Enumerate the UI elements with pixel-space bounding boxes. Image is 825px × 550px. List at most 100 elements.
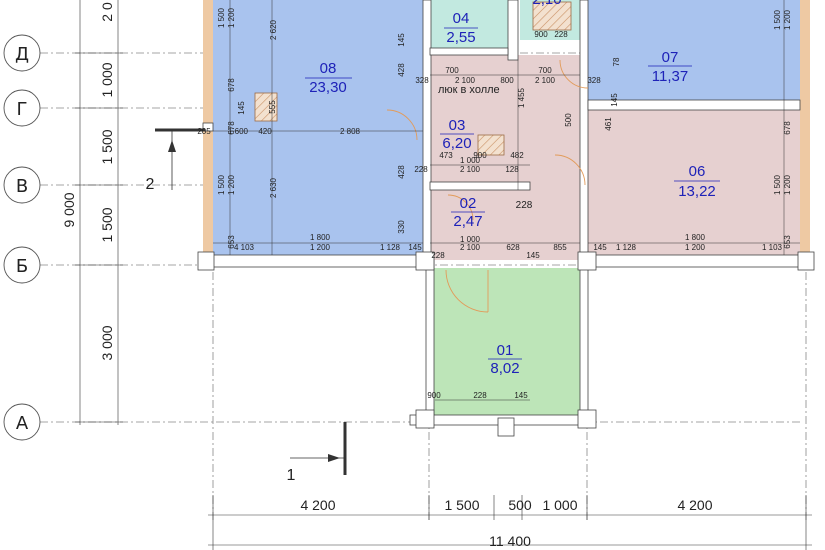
dim-2100-a: 2 100	[460, 243, 481, 252]
door-room-08[interactable]	[386, 109, 418, 141]
room-07-fill[interactable]	[588, 0, 800, 100]
room-07-area: 11,37	[652, 68, 688, 85]
dim-2808: 2 808	[340, 127, 361, 136]
room-04-area: 2,55	[446, 29, 475, 46]
dim-228-c: 228	[516, 200, 533, 211]
room-03-fill[interactable]	[430, 55, 585, 190]
axis-label-b: Б	[16, 256, 28, 277]
room-03-area: 6,20	[442, 135, 471, 152]
dim-2100-c: 2 100	[535, 76, 556, 85]
dim-700-b: 700	[538, 66, 552, 75]
dim-678-a: 678	[227, 78, 236, 92]
dim-482: 482	[510, 151, 524, 160]
dim-1500-d: 1 500	[773, 174, 782, 195]
dim-1200-e: 1 200	[783, 9, 792, 30]
room-08-fill[interactable]	[213, 0, 423, 260]
dim-900-c: 900	[534, 30, 548, 39]
dim-2620: 2 620	[269, 19, 278, 40]
dim-vert-seg-3: 1 500	[99, 129, 115, 164]
section-2-label: 2	[146, 176, 155, 193]
door-entrance[interactable]	[445, 269, 489, 313]
dim-653-a: 653	[227, 235, 236, 249]
room-02-number: 02	[460, 195, 477, 212]
room-01-fill[interactable]	[432, 268, 582, 418]
room-06-fill[interactable]	[588, 110, 800, 260]
dim-total-vertical: 9 000	[61, 192, 77, 227]
room-05-area: 2,10	[532, 0, 561, 8]
dim-473: 473	[439, 151, 453, 160]
room-labels: 08 23,30 04 2,55 2,10 07 11,37 03 6,20 0…	[305, 0, 720, 377]
dim-328-b: 328	[587, 76, 601, 85]
hatch-in-hall	[477, 134, 505, 156]
dim-500: 500	[564, 113, 573, 127]
room-02-area: 2,47	[453, 213, 482, 230]
dim-461: 461	[604, 117, 613, 131]
dim-vert-seg-5: 3 000	[99, 325, 115, 360]
door-room-02[interactable]	[447, 194, 474, 221]
dim-678-b: 678	[227, 121, 236, 135]
dim-555: 555	[268, 100, 277, 114]
axis-markers: Д Г В Б А	[3, 34, 41, 441]
room-08-number: 08	[320, 60, 337, 77]
dim-145-b: 145	[408, 243, 422, 252]
door-room-07[interactable]	[559, 59, 589, 89]
dim-145-a: 145	[237, 101, 246, 115]
dim-1200-f: 1 200	[783, 174, 792, 195]
room-07-number: 07	[662, 49, 679, 66]
dim-628: 628	[506, 243, 520, 252]
section-1-label: 1	[287, 467, 296, 484]
dim-145-f: 145	[526, 251, 540, 260]
dim-1103: 1 103	[762, 243, 783, 252]
dim-678-c: 678	[783, 121, 792, 135]
small-dimensions: 2 620 1 500 1 200 678 145 555 1 600 420 …	[197, 7, 792, 400]
room-01-area: 8,02	[490, 360, 519, 377]
dim-1600: 1 600	[228, 127, 249, 136]
dim-900-b: 900	[427, 391, 441, 400]
dim-228-b: 228	[414, 165, 428, 174]
dim-1500-b: 1 500	[217, 174, 226, 195]
dim-4103-a: 4 103	[234, 243, 255, 252]
dim-128: 128	[505, 165, 519, 174]
dim-1800-b: 1 800	[685, 233, 706, 242]
dim-1455: 1 455	[517, 87, 526, 108]
dim-428-b: 428	[397, 165, 406, 179]
dim-1200-b: 1 200	[227, 174, 236, 195]
dim-330: 330	[397, 220, 406, 234]
dim-vert-seg-2: 1 000	[99, 62, 115, 97]
room-02-fill[interactable]	[430, 190, 585, 260]
section-mark-2: 2	[146, 128, 205, 193]
doors	[386, 59, 589, 313]
interior-dim-lines	[213, 0, 800, 401]
room-08-area: 23,30	[309, 79, 347, 96]
dim-145-e: 145	[514, 391, 528, 400]
dim-228-d: 228	[473, 391, 487, 400]
dim-78: 78	[612, 57, 621, 66]
note-hatch-in-hall: люк в холле	[438, 84, 500, 96]
dim-1000-b: 1 000	[460, 156, 481, 165]
dim-bottom-5: 4 200	[677, 497, 712, 513]
axis-label-v: В	[16, 176, 28, 197]
section-mark-1: 1	[287, 422, 347, 484]
dim-855: 855	[553, 243, 567, 252]
dim-653-b: 653	[783, 235, 792, 249]
dim-vert-seg-4: 1 500	[99, 207, 115, 242]
dim-1128-a: 1 128	[380, 243, 401, 252]
bottom-dimensions: 4 200 1 500 500 1 000 4 200 11 400	[300, 497, 712, 549]
dim-bottom-3: 500	[508, 497, 532, 513]
timber-right	[800, 0, 810, 268]
dim-205: 205	[197, 127, 211, 136]
dim-1128-b: 1 128	[616, 243, 637, 252]
dim-1000-a: 1 000	[460, 235, 481, 244]
room-01-number: 01	[497, 342, 514, 359]
axis-label-a: А	[16, 413, 29, 434]
dim-1500-a: 1 500	[217, 7, 226, 28]
dim-2100-d: 2 100	[460, 165, 481, 174]
dim-228-a: 228	[431, 251, 445, 260]
stove-hatch	[254, 92, 278, 122]
room-04-fill[interactable]	[430, 0, 508, 48]
dim-1200-a: 1 200	[227, 7, 236, 28]
dim-2100-b: 2 100	[455, 76, 476, 85]
door-room-06[interactable]	[554, 154, 586, 186]
room-04-number: 04	[453, 10, 470, 27]
